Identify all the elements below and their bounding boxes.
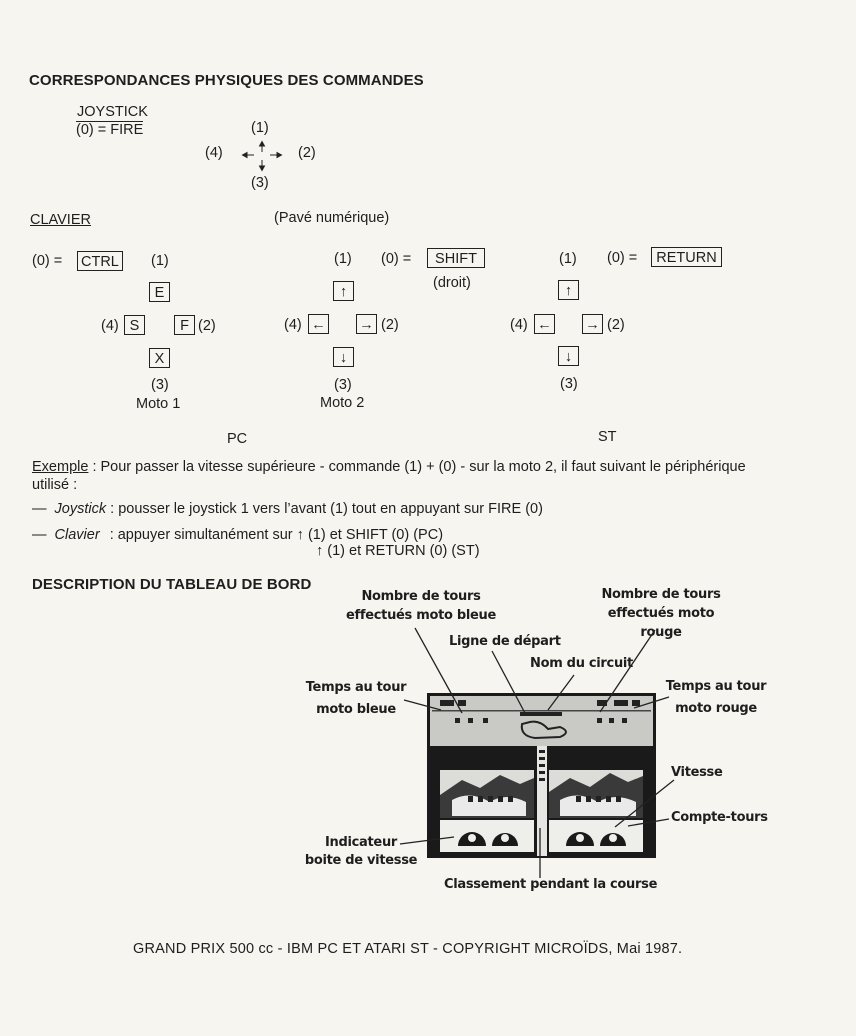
moto1-dir-1: (1) — [151, 253, 169, 269]
dashboard-heading: DESCRIPTION DU TABLEAU DE BORD — [32, 576, 312, 593]
moto2-label: Moto 2 — [320, 395, 365, 411]
joystick-dir-2: (2) — [298, 145, 316, 161]
exemple-line1: : Pour passer la vitesse supérieure - co… — [92, 459, 746, 475]
left-arrow-key: ← — [308, 314, 329, 334]
clavier-heading: CLAVIER — [30, 212, 91, 228]
pc-label: PC — [227, 431, 248, 447]
joystick-word: Joystick — [54, 501, 107, 517]
moto1-dir-2: (2) — [198, 318, 216, 334]
moto2-dir-2: (2) — [381, 317, 399, 333]
joystick-instruction: : pousser le joystick 1 vers l’avant (1)… — [110, 501, 543, 517]
e-key: E — [149, 282, 170, 302]
dash: — — [32, 501, 47, 517]
moto2-dir-4: (4) — [284, 317, 302, 333]
shift-droit: (droit) — [433, 275, 471, 291]
page-title: CORRESPONDANCES PHYSIQUES DES COMMANDES — [29, 72, 424, 89]
st-zero: (0) = — [607, 250, 638, 266]
st-down-arrow-key: ↓ — [558, 346, 579, 366]
label-temps-rouge: Temps au tour moto rouge — [665, 679, 767, 716]
leader-lines — [399, 627, 675, 878]
right-arrow-key: → — [356, 314, 377, 334]
label-nom-circuit: Nom du circuit — [530, 656, 633, 671]
moto1-dir-4: (4) — [101, 318, 119, 334]
ctrl-key: CTRL — [77, 251, 123, 271]
pave-numerique: (Pavé numérique) — [274, 210, 390, 226]
up-arrow-key: ↑ — [333, 281, 354, 301]
moto1-label: Moto 1 — [136, 396, 181, 412]
f-key: F — [174, 315, 195, 335]
joystick-heading: JOYSTICK — [77, 104, 148, 120]
label-indicateur: Indicateur boite de vitesse — [304, 835, 418, 868]
exemple-line2: utilisé : — [32, 477, 78, 493]
clavier-word: Clavier — [54, 527, 100, 543]
st-right-arrow-key: → — [582, 314, 603, 334]
moto2-zero: (0) = — [381, 251, 412, 267]
clavier-instruction-st: ↑ (1) et RETURN (0) (ST) — [316, 543, 480, 559]
joystick-dir-3: (3) — [251, 175, 269, 191]
exemple-label: Exemple — [32, 459, 89, 475]
label-temps-bleue: Temps au tour moto bleue — [305, 680, 407, 717]
label-compte-tours: Compte-tours — [671, 810, 768, 825]
moto1-zero: (0) = — [32, 253, 63, 269]
joystick-dir-1: (1) — [251, 120, 269, 136]
st-left-arrow-key: ← — [534, 314, 555, 334]
game-screen-image — [427, 693, 656, 858]
st-dir-2: (2) — [607, 317, 625, 333]
joystick-dir-4: (4) — [205, 145, 223, 161]
joystick-fire: (0) = FIRE — [76, 121, 144, 138]
st-dir-3: (3) — [560, 376, 578, 392]
x-key: X — [149, 348, 170, 368]
footer-copyright: GRAND PRIX 500 cc - IBM PC ET ATARI ST -… — [133, 941, 683, 957]
moto2-dir-1: (1) — [334, 251, 352, 267]
st-label: ST — [598, 429, 617, 445]
dash: — — [32, 527, 47, 543]
shift-key: SHIFT — [427, 248, 485, 268]
s-key: S — [124, 315, 145, 335]
clavier-instruction: : appuyer simultanément sur ↑ (1) et SHI… — [109, 527, 444, 543]
moto1-dir-3: (3) — [151, 377, 169, 393]
label-tours-bleue: Nombre de tours effectués moto bleue — [346, 589, 497, 623]
return-key: RETURN — [651, 247, 722, 267]
st-dir-1: (1) — [559, 251, 577, 267]
st-dir-4: (4) — [510, 317, 528, 333]
label-vitesse: Vitesse — [671, 765, 723, 780]
st-up-arrow-key: ↑ — [558, 280, 579, 300]
label-ligne-depart: Ligne de départ — [449, 634, 561, 649]
joystick-cross-icon — [241, 140, 283, 172]
down-arrow-key: ↓ — [333, 347, 354, 367]
moto2-dir-3: (3) — [334, 377, 352, 393]
label-classement: Classement pendant la course — [444, 877, 658, 892]
